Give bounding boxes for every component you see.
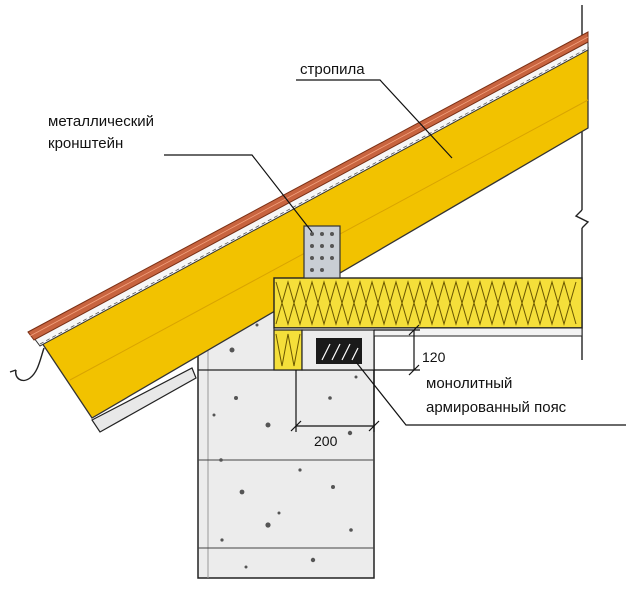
dimension-200: 200 <box>314 433 338 449</box>
concrete-speckles <box>212 323 358 569</box>
gutter-hook-icon <box>9 347 45 382</box>
dimension-marks <box>290 324 420 432</box>
belt-label-line2: армированный пояс <box>426 399 567 416</box>
dimension-120: 120 <box>422 349 446 365</box>
bracket-label-line1: металлический <box>48 113 154 130</box>
side-insulation <box>273 329 303 371</box>
reinforced-belt <box>301 329 375 371</box>
ceiling-insulation <box>273 277 583 337</box>
belt-label-line1: монолитный <box>426 375 512 392</box>
rafter-label: стропила <box>300 61 365 78</box>
bracket-label-line2: кронштейн <box>48 135 123 152</box>
leader-lines <box>164 79 626 426</box>
roof-tiles <box>27 31 589 341</box>
metal-bracket <box>303 225 341 279</box>
eave-board <box>91 367 197 433</box>
